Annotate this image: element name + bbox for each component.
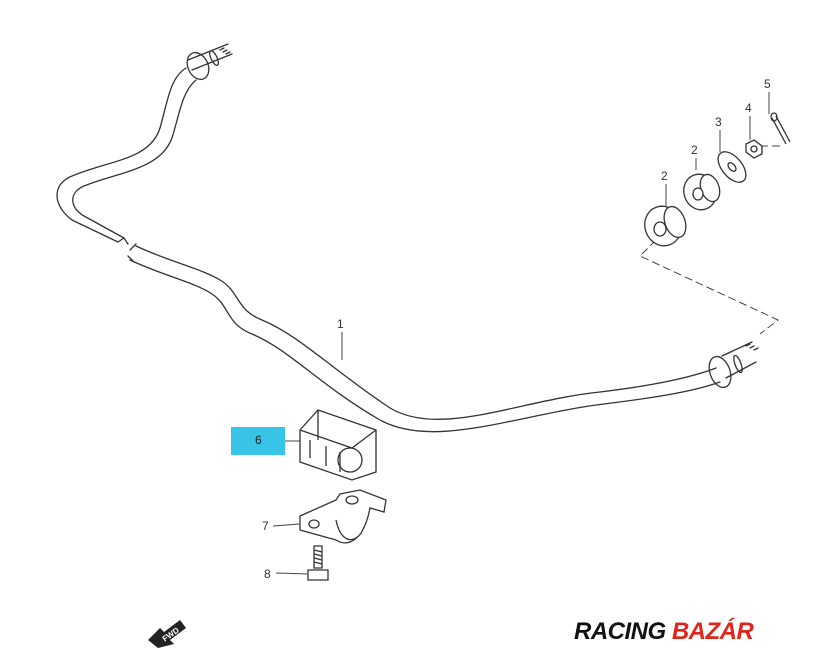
callout-6: 6 bbox=[255, 433, 262, 447]
rubber-bushing bbox=[644, 173, 721, 247]
nut bbox=[745, 139, 763, 159]
racing-bazar-logo: RACING BAZÁR bbox=[574, 616, 814, 648]
cotter-pin bbox=[770, 112, 791, 145]
callout-2a: 2 bbox=[661, 169, 668, 183]
stabilizer-bushing-mount bbox=[299, 409, 377, 481]
bolt bbox=[307, 545, 329, 581]
stabilizer-bracket bbox=[299, 489, 387, 544]
callout-leaders bbox=[272, 92, 770, 575]
stabilizer-bar bbox=[56, 43, 759, 433]
callout-3: 3 bbox=[715, 115, 722, 129]
callout-6-highlight[interactable] bbox=[231, 427, 285, 455]
callout-7: 7 bbox=[262, 519, 269, 533]
callout-4: 4 bbox=[745, 101, 752, 115]
callout-2b: 2 bbox=[691, 143, 698, 157]
callout-1: 1 bbox=[337, 317, 344, 331]
fwd-arrow-icon: FWD bbox=[148, 620, 186, 648]
logo-word-bazar: BAZÁR bbox=[671, 618, 754, 645]
logo-word-racing: RACING bbox=[574, 618, 666, 645]
callout-5: 5 bbox=[764, 77, 771, 91]
washer bbox=[717, 151, 747, 183]
callout-8: 8 bbox=[264, 567, 271, 581]
